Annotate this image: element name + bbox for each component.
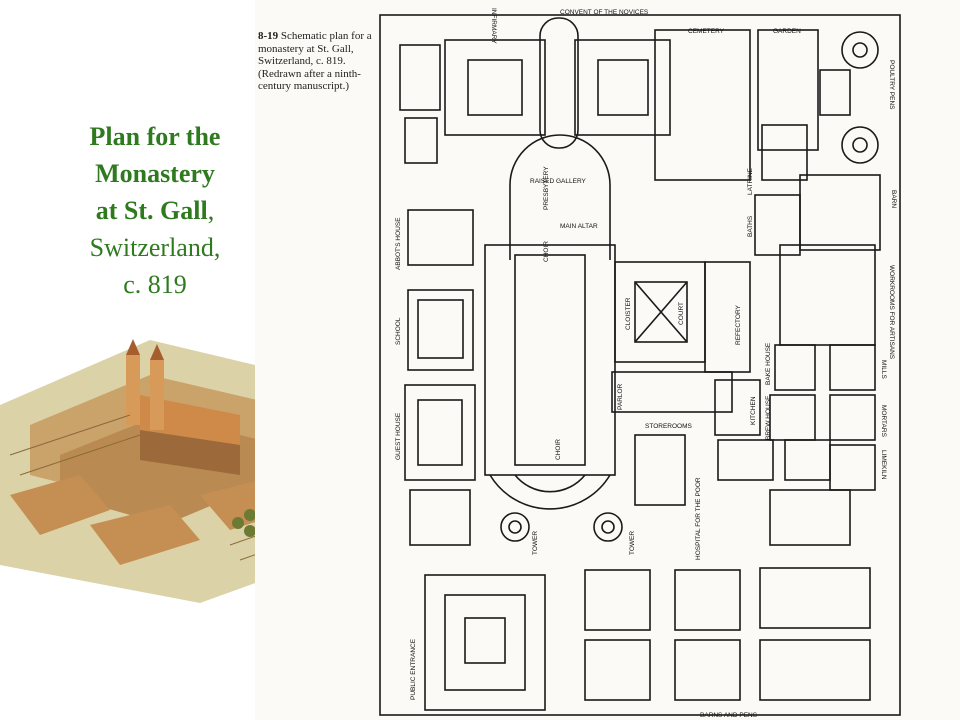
label-guest-house: GUEST HOUSE	[395, 412, 402, 460]
plan-lines: INFIRMARY CONVENT OF THE NOVICES CEMETER…	[379, 8, 901, 719]
label-raised-gallery: RAISED GALLERY	[530, 178, 587, 185]
label-main-altar: MAIN ALTAR	[560, 223, 598, 230]
label-tower-1: TOWER	[532, 531, 539, 555]
label-school: SCHOOL	[395, 317, 402, 345]
label-mills: MILLS	[880, 360, 887, 379]
label-cemetery: CEMETERY	[688, 28, 725, 35]
label-garden: GARDEN	[773, 28, 801, 35]
label-abbots-house: ABBOT'S HOUSE	[395, 217, 402, 270]
label-court: COURT	[678, 302, 685, 325]
title-line-3: at St. Gall,	[52, 192, 258, 229]
label-limekiln: LIMEKILN	[880, 450, 887, 480]
label-cloister: CLOISTER	[625, 297, 632, 330]
label-parlor: PARLOR	[617, 383, 624, 410]
caption-number: 8-19	[258, 30, 279, 42]
label-barns-pens: BARNS AND PENS	[700, 712, 758, 719]
label-latrine: LATRINE	[747, 167, 754, 195]
label-public-entrance: PUBLIC ENTRANCE	[410, 638, 417, 700]
label-presbytery: PRESBYTERY	[543, 166, 550, 210]
label-bake-house: BAKE HOUSE	[765, 342, 772, 385]
label-choir-west: CHOIR	[555, 439, 562, 460]
label-poultry-pens: POULTRY PENS	[888, 60, 895, 110]
plan-caption: 8-19 Schematic plan for a monastery at S…	[258, 30, 388, 93]
label-choir-east: CHOIR	[543, 241, 550, 262]
label-baths: BATHS	[747, 215, 754, 237]
slide-title: Plan for the Monastery at St. Gall, Swit…	[52, 118, 258, 303]
label-refectory: REFECTORY	[735, 304, 742, 345]
label-barn: BARN	[890, 190, 897, 208]
label-infirmary: INFIRMARY	[490, 8, 497, 44]
label-workrooms: WORKROOMS FOR ARTISANS	[888, 265, 895, 360]
label-storerooms: STOREROOMS	[645, 423, 692, 430]
caption-text: Schematic plan for a monastery at St. Ga…	[258, 30, 372, 92]
title-line-4: Switzerland,	[89, 233, 221, 262]
title-line-3-bold: at St. Gall	[95, 196, 208, 225]
label-mortars: MORTARS	[880, 405, 887, 438]
title-line-1: Plan for the	[89, 122, 221, 151]
monastery-plan-drawing	[255, 0, 960, 720]
title-line-3-rest: ,	[207, 196, 215, 225]
label-hospital: HOSPITAL FOR THE POOR	[695, 477, 702, 560]
label-convent: CONVENT OF THE NOVICES	[560, 9, 649, 16]
label-kitchen: KITCHEN	[750, 396, 757, 425]
label-brew-house: BREW HOUSE	[765, 395, 772, 440]
title-line-5: c. 819	[123, 270, 187, 299]
label-tower-2: TOWER	[629, 531, 636, 555]
title-line-2: Monastery	[95, 159, 215, 188]
